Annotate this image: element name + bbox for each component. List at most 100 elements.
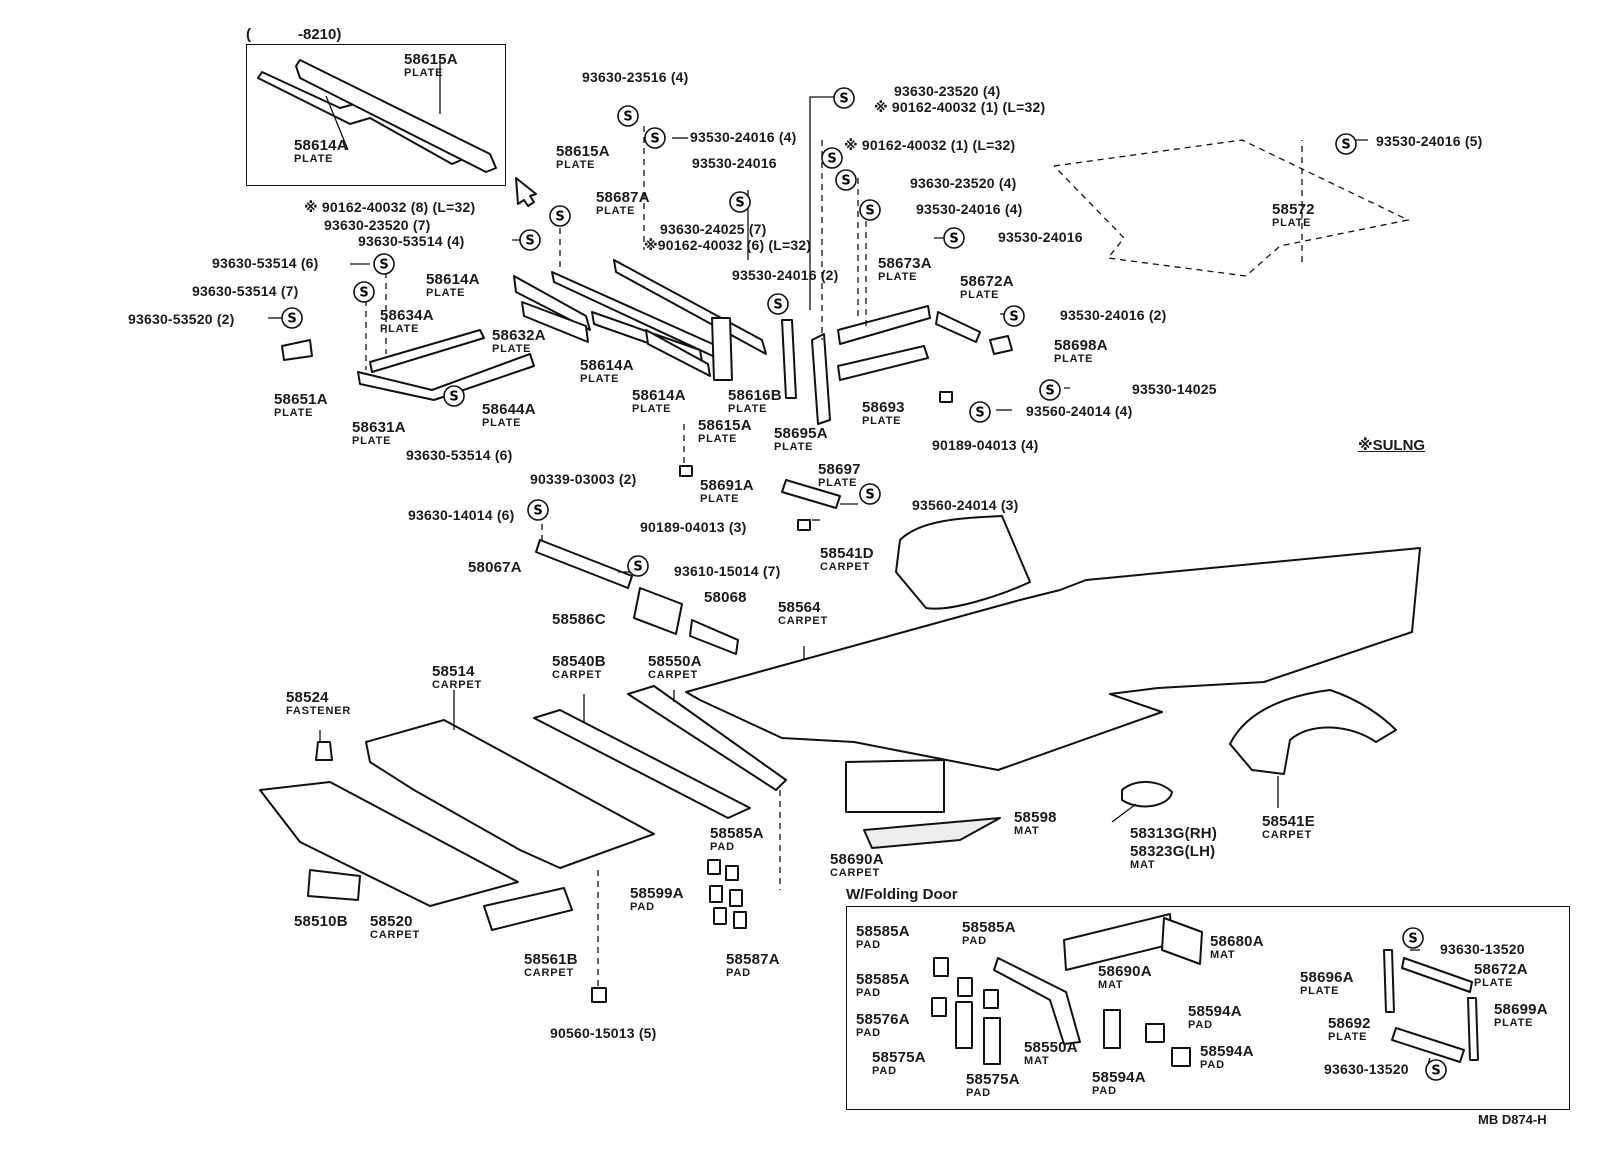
- s-fastener-icon: S: [821, 147, 843, 169]
- fastener-code: 93560-24014 (4): [1026, 403, 1133, 419]
- sulng-note: ※SULNG: [1358, 437, 1426, 454]
- mat-f58550A-shape: [993, 957, 1081, 1045]
- plate-58067A-shape: [535, 539, 633, 589]
- plate-58691A-shape: [781, 479, 841, 509]
- inset-box-folding-door: [846, 906, 1570, 1110]
- fastener-code: 93530-24016: [998, 229, 1083, 245]
- fastener-code: 93530-14025: [1132, 381, 1217, 397]
- plate-58615A-inset-shape: [295, 59, 497, 173]
- pad-f58585A-shape-1: [933, 957, 949, 977]
- mat-58598-shape: [863, 817, 1001, 849]
- fastener-code: 93630-23520 (4): [894, 83, 1001, 99]
- s-fastener-icon: S: [833, 87, 855, 109]
- svg-text:S: S: [773, 298, 782, 313]
- pad-f58594A-shape-3: [1171, 1047, 1191, 1067]
- fastener-code: 90560-15013 (5): [550, 1025, 657, 1041]
- plate-f58696A-shape: [1383, 949, 1395, 1013]
- plate-58673A-shape: [837, 305, 931, 345]
- plate-58614A-shape: [513, 275, 591, 331]
- carpet-58561B-shape: [483, 887, 573, 931]
- s-fastener-icon: S: [373, 253, 395, 275]
- svg-text:S: S: [1341, 138, 1350, 153]
- fastener-code: 93630-24025 (7): [660, 221, 767, 237]
- part-label: 58067A: [468, 559, 522, 576]
- svg-text:S: S: [839, 92, 848, 107]
- svg-text:S: S: [623, 110, 632, 125]
- plate-58697-shape: [811, 333, 831, 425]
- s-fastener-icon: S: [1402, 927, 1424, 949]
- clip-90339-03003-shape: [679, 465, 693, 477]
- s-fastener-icon: S: [549, 205, 571, 227]
- s-fastener-icon: S: [835, 169, 857, 191]
- fastener-code: 93610-15014 (7): [674, 563, 781, 579]
- inset-box-range: [246, 44, 506, 186]
- carpet-58541E-shape: [1229, 689, 1397, 775]
- pad-58585A-shape-2: [725, 865, 739, 881]
- part-label: 58586C: [552, 611, 606, 628]
- carpet-58690A-shape: [845, 759, 945, 813]
- s-fastener-icon: S: [859, 483, 881, 505]
- plate-f58672A-shape: [1401, 957, 1473, 993]
- plate-58572-shape: [1053, 139, 1411, 277]
- svg-text:S: S: [1431, 1064, 1440, 1079]
- fastener-code: 93530-24016 (4): [690, 129, 797, 145]
- svg-text:S: S: [949, 232, 958, 247]
- carpet-58514-shape: [365, 719, 655, 869]
- fastener-code: 93630-14014 (6): [408, 507, 515, 523]
- clip-90189-04013-3-shape: [797, 519, 811, 531]
- clip-90189-04013-4-shape: [939, 391, 953, 403]
- fastener-code: 93530-24016 (2): [732, 267, 839, 283]
- s-fastener-icon: S: [729, 191, 751, 213]
- s-fastener-icon: S: [627, 555, 649, 577]
- fastener-code: 93630-53514 (6): [212, 255, 319, 271]
- svg-text:S: S: [735, 196, 744, 211]
- plate-58616B-shape: [711, 317, 733, 381]
- svg-text:S: S: [1009, 310, 1018, 325]
- fastener-code: 93530-24016 (4): [916, 201, 1023, 217]
- pad-f58585A-shape-2: [957, 977, 973, 997]
- pad-f58575A-shape-2: [983, 1017, 1001, 1065]
- fastener-code: 93630-53514 (7): [192, 283, 299, 299]
- s-fastener-icon: S: [767, 293, 789, 315]
- part-label: 58313G(RH): [1130, 825, 1218, 842]
- fastener-code: 93630-23520 (4): [910, 175, 1017, 191]
- pad-58599A-shape-1: [709, 885, 723, 903]
- svg-text:S: S: [865, 488, 874, 503]
- mat-f58680A-shape: [1161, 917, 1203, 965]
- s-fastener-icon: S: [859, 199, 881, 221]
- fastener-code: 93530-24016: [692, 155, 777, 171]
- pad-58587A-shape-1: [713, 907, 727, 925]
- s-fastener-icon: S: [617, 105, 639, 127]
- carpet-58540B-shape: [533, 709, 751, 819]
- pad-58585A-shape-1: [707, 859, 721, 875]
- pad-58586C-shape: [633, 587, 683, 635]
- s-fastener-icon: S: [519, 229, 541, 251]
- s-fastener-icon: S: [1039, 379, 1061, 401]
- carpet-58550A-shape: [627, 685, 787, 791]
